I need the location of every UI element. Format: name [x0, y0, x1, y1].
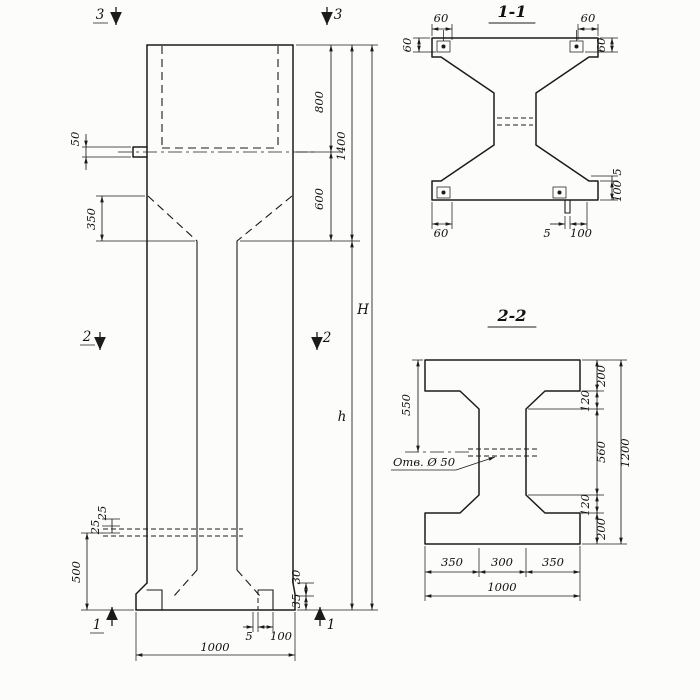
dim-total-label: H: [356, 302, 369, 318]
dim-gap1-label: 25: [95, 506, 109, 522]
dim-60-tl-h: 60: [434, 11, 449, 25]
dim-shaft-label: h: [338, 409, 347, 425]
dim-hole-offset-label: 500: [69, 561, 83, 583]
dim-60-tr-h: 60: [581, 11, 596, 25]
section-cut-markers: 3 3 2 2 1 1: [80, 7, 343, 634]
dim-neck-label: 600: [312, 188, 326, 210]
dim-60-tr-v: 60: [594, 38, 608, 53]
cut-3-right-label: 3: [334, 7, 343, 23]
section-1-1-view: 1-1 60: [400, 2, 624, 240]
dim-120-bottom: 120: [578, 494, 592, 516]
cut-2-left-label: 2: [82, 329, 92, 345]
dim-100-right: 100: [610, 180, 624, 202]
section-1-1-title: 1-1: [498, 2, 527, 21]
elevation-view: 800 600 1400 h H 50 350: [68, 7, 378, 661]
section-1-1-dimensions: 60 60 60 60 60 5: [400, 11, 624, 240]
cut-1-right-label: 1: [327, 617, 336, 633]
dim-560-web: 560: [594, 441, 608, 463]
dim-foot1-label: 30: [289, 570, 303, 585]
hole-callout: Отв. Ø 50: [393, 455, 455, 469]
dim-5-bottom: 5: [543, 226, 550, 240]
dim-block-label: 800: [312, 91, 326, 113]
section-2-2-outline: [405, 359, 581, 545]
dim-120-top: 120: [578, 390, 592, 412]
anchor-dot: [574, 44, 579, 49]
dim-60-tl-v: 60: [400, 38, 414, 53]
dim-foot2-label: 35: [289, 594, 303, 609]
dim-taper-label: 350: [84, 208, 98, 230]
anchor-dot: [557, 190, 562, 195]
dim-100-bottom: 100: [570, 226, 592, 240]
dim-gap2-label: 25: [88, 520, 102, 536]
section-1-1-outline: [431, 37, 599, 201]
section-2-2-dimensions: 550 Отв. Ø 50 200 120 560 120 200: [391, 359, 632, 601]
dim-350-right: 350: [542, 555, 564, 569]
dim-base-label: 1000: [200, 640, 229, 654]
dim-ledge-label: 50: [68, 132, 82, 147]
anchor-dot: [441, 190, 446, 195]
cut-1-left-label: 1: [93, 617, 102, 633]
cut-3-left-label: 3: [96, 7, 105, 23]
dim-5-right: 5: [610, 168, 624, 175]
dim-200-top: 200: [594, 365, 608, 388]
column-outline: [132, 44, 296, 611]
anchor-dot: [441, 44, 446, 49]
section-2-2-title: 2-2: [497, 306, 527, 325]
dim-300-mid: 300: [491, 555, 513, 569]
embedded-angle-details: [436, 30, 584, 214]
dim-upper-label: 1400: [334, 131, 348, 160]
dim-60-bl: 60: [434, 226, 449, 240]
dim-plate-leg-label: 100: [270, 629, 292, 643]
dim-1000-bottom: 1000: [487, 580, 516, 594]
dim-plate-thk-label: 5: [245, 629, 252, 643]
elevation-dimensions: 800 600 1400 h H 50 350: [68, 44, 378, 661]
dim-200-bottom: 200: [594, 518, 608, 541]
section-2-2-view: 2-2 550 Отв. Ø 50 200: [391, 306, 632, 601]
cut-2-right-label: 2: [322, 330, 332, 346]
dim-550: 550: [399, 394, 413, 416]
dim-350-left: 350: [441, 555, 463, 569]
dim-1200: 1200: [618, 438, 632, 467]
hidden-lines: [103, 46, 293, 610]
